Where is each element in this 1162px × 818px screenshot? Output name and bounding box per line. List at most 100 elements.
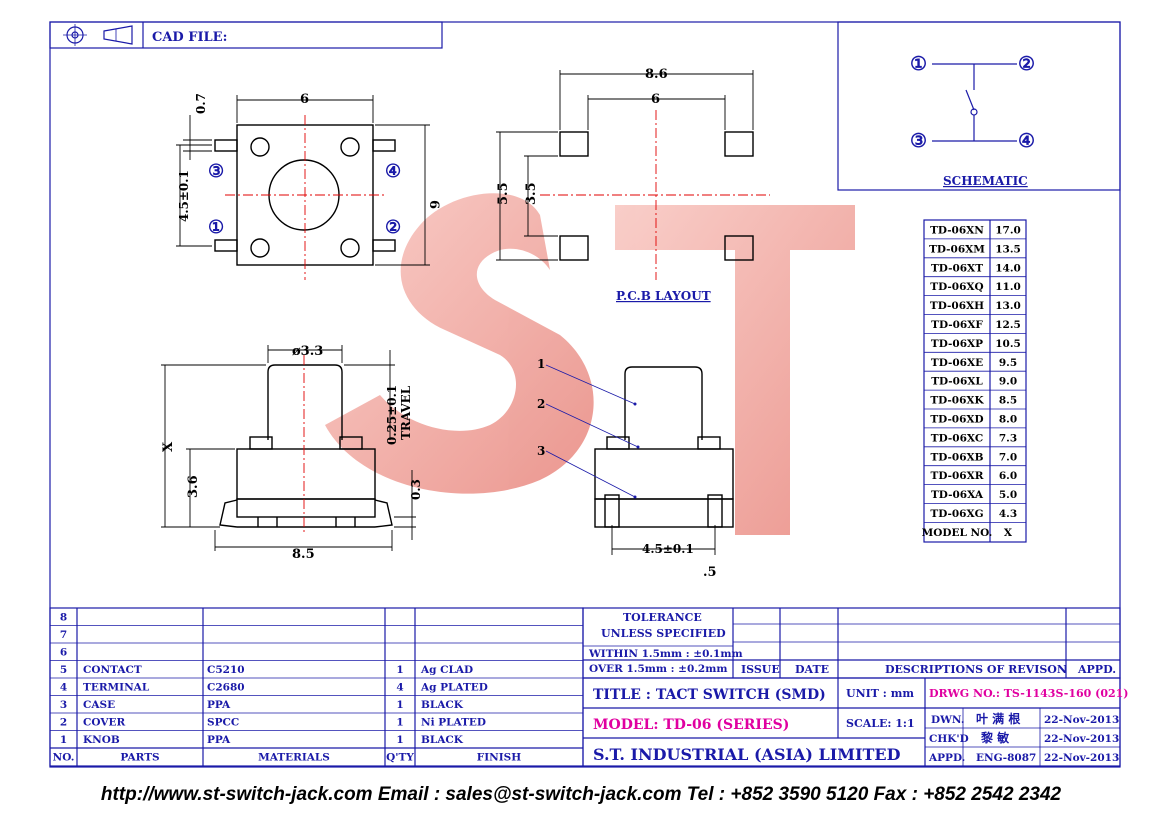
side-view: ø3.3 X 3.6 0.25±0.1 TRAVEL 0.3 8.5 bbox=[161, 344, 423, 562]
sheet-frame bbox=[49, 21, 1121, 768]
appd-name: ENG-8087 bbox=[976, 752, 1036, 764]
revision-appd-header: APPD. bbox=[1077, 663, 1116, 676]
model-x-value-cell: 12.5 bbox=[995, 319, 1021, 331]
front-dim-pitch: 4.5±0.1 bbox=[642, 542, 694, 556]
dwn-label: DWN. bbox=[931, 714, 964, 726]
cad-header: CAD FILE: bbox=[49, 21, 443, 49]
pcb-layout: 8.6 6 5.5 3.5 P.C.B LAYOUT bbox=[496, 67, 770, 303]
revision-desc-header: DESCRIPTIONS OF REVISON bbox=[885, 663, 1067, 676]
bom-header-cell: PARTS bbox=[120, 752, 159, 764]
callout-1: 1 bbox=[537, 357, 545, 371]
scale-text: SCALE: 1:1 bbox=[846, 717, 915, 730]
company-name: S.T. INDUSTRIAL (ASIA) LIMITED bbox=[593, 745, 901, 764]
bom-part-cell: KNOB bbox=[83, 734, 120, 746]
side-dim-foot: 0.3 bbox=[409, 479, 423, 500]
model-number-cell: TD-06XH bbox=[930, 300, 984, 312]
schematic-pin-2: ② bbox=[1018, 53, 1035, 75]
title-text: TITLE : TACT SWITCH (SMD) bbox=[593, 687, 826, 703]
model-number-cell: TD-06XL bbox=[931, 376, 983, 388]
bom-material-cell: PPA bbox=[207, 734, 231, 746]
model-number-cell: TD-06XF bbox=[931, 319, 983, 331]
bom-no-cell: 1 bbox=[60, 734, 67, 746]
callout-2: 2 bbox=[537, 397, 545, 411]
pcb-dim-outer: 8.6 bbox=[645, 67, 668, 82]
side-dim-knob: ø3.3 bbox=[292, 344, 323, 359]
revision-issue-header: ISSUE bbox=[741, 663, 780, 676]
watermark-letter-t bbox=[615, 205, 855, 535]
model-x-value-cell: 8.0 bbox=[999, 414, 1017, 426]
model-text: MODEL: TD-06 (SERIES) bbox=[593, 717, 789, 733]
bom-finish-cell: Ag CLAD bbox=[420, 664, 473, 676]
bom-material-cell: C2680 bbox=[207, 682, 245, 694]
bom-qty-cell: 1 bbox=[396, 717, 403, 729]
bom-no-cell: 4 bbox=[60, 682, 67, 694]
revision-date-header: DATE bbox=[795, 663, 829, 676]
top-dim-width: 6 bbox=[300, 92, 309, 107]
chk-name: 黎 敏 bbox=[981, 730, 1010, 745]
model-number-cell: TD-06XT bbox=[931, 262, 983, 274]
bom-part-cell: TERMINAL bbox=[83, 682, 150, 694]
bom-finish-cell: Ag PLATED bbox=[420, 682, 488, 694]
projection-symbol-icon bbox=[63, 24, 133, 46]
tolerance-within: WITHIN 1.5mm : ±0.1mm bbox=[588, 648, 743, 660]
front-note: .5 bbox=[703, 565, 717, 580]
pcb-dim-h2: 3.5 bbox=[524, 182, 539, 205]
model-number-cell: TD-06XG bbox=[930, 508, 983, 520]
bom-header-cell: NO. bbox=[53, 752, 75, 764]
model-x-value-cell: 5.0 bbox=[999, 489, 1017, 501]
bom-no-cell: 6 bbox=[60, 647, 67, 659]
bom-finish-cell: Ni PLATED bbox=[421, 717, 486, 729]
bom-material-cell: PPA bbox=[207, 699, 231, 711]
callout-3: 3 bbox=[537, 444, 545, 458]
tolerance-block: TOLERANCE UNLESS SPECIFIED WITHIN 1.5mm … bbox=[582, 607, 1121, 679]
bom-no-cell: 2 bbox=[60, 717, 67, 729]
bom-header-cell: FINISH bbox=[477, 752, 521, 764]
top-dim-pitch: 4.5±0.1 bbox=[177, 170, 191, 222]
drawing-number: DRWG NO.: TS-1143S-160 (021) bbox=[929, 687, 1129, 700]
model-table-header-model: MODEL NO. bbox=[922, 527, 993, 539]
model-x-value-cell: 4.3 bbox=[999, 508, 1017, 520]
dwn-name: 叶 满 根 bbox=[976, 711, 1020, 726]
model-x-value-cell: 7.0 bbox=[999, 451, 1017, 463]
title-block: TITLE : TACT SWITCH (SMD) UNIT : mm DRWG… bbox=[582, 677, 1129, 767]
schematic: ① ② ③ ④ SCHEMATIC bbox=[837, 21, 1121, 191]
side-travel-label: TRAVEL bbox=[399, 385, 413, 440]
bom-qty-cell: 1 bbox=[396, 699, 403, 711]
top-dim-tab: 0.7 bbox=[194, 93, 208, 114]
bom-qty-cell: 1 bbox=[396, 734, 403, 746]
bom-material-cell: C5210 bbox=[207, 664, 245, 676]
model-number-cell: TD-06XP bbox=[931, 338, 983, 350]
appd-date: 22-Nov-2013 bbox=[1044, 752, 1119, 764]
model-number-cell: TD-06XR bbox=[931, 470, 984, 482]
chk-date: 22-Nov-2013 bbox=[1044, 733, 1119, 745]
dwn-date: 22-Nov-2013 bbox=[1044, 714, 1119, 726]
bom-header-cell: MATERIALS bbox=[258, 752, 330, 764]
cad-file-label: CAD FILE: bbox=[152, 30, 227, 45]
watermark-letter-s bbox=[325, 193, 594, 494]
contact-footer: http://www.st-switch-jack.com Email : sa… bbox=[100, 784, 1062, 805]
bom-material-cell: SPCC bbox=[207, 717, 239, 729]
schematic-pin-3: ③ bbox=[910, 130, 927, 152]
tolerance-over: OVER 1.5mm : ±0.2mm bbox=[589, 663, 727, 675]
model-x-value-cell: 8.5 bbox=[999, 395, 1017, 407]
model-number-cell: TD-06XN bbox=[930, 225, 984, 237]
st-watermark bbox=[325, 193, 855, 535]
bom-part-cell: CONTACT bbox=[83, 664, 142, 676]
side-dim-travel: 0.25±0.1 bbox=[385, 385, 399, 445]
bom-no-cell: 7 bbox=[60, 629, 67, 641]
model-table-header-x: X bbox=[1004, 527, 1013, 539]
side-dim-x: X bbox=[161, 441, 176, 452]
side-dim-body: 3.6 bbox=[186, 475, 201, 498]
model-x-value-cell: 9.0 bbox=[999, 376, 1017, 388]
appd-label: APPD. bbox=[928, 752, 965, 764]
tolerance-title: TOLERANCE bbox=[623, 611, 702, 624]
top-pin-2: ② bbox=[385, 217, 401, 238]
bom-qty-cell: 4 bbox=[396, 682, 403, 694]
model-number-cell: TD-06XM bbox=[929, 243, 985, 255]
top-view: 6 6 0.7 4.5±0.1 ③ ④ ① ② bbox=[176, 92, 441, 280]
pcb-layout-label: P.C.B LAYOUT bbox=[616, 289, 711, 303]
schematic-label: SCHEMATIC bbox=[943, 174, 1028, 188]
